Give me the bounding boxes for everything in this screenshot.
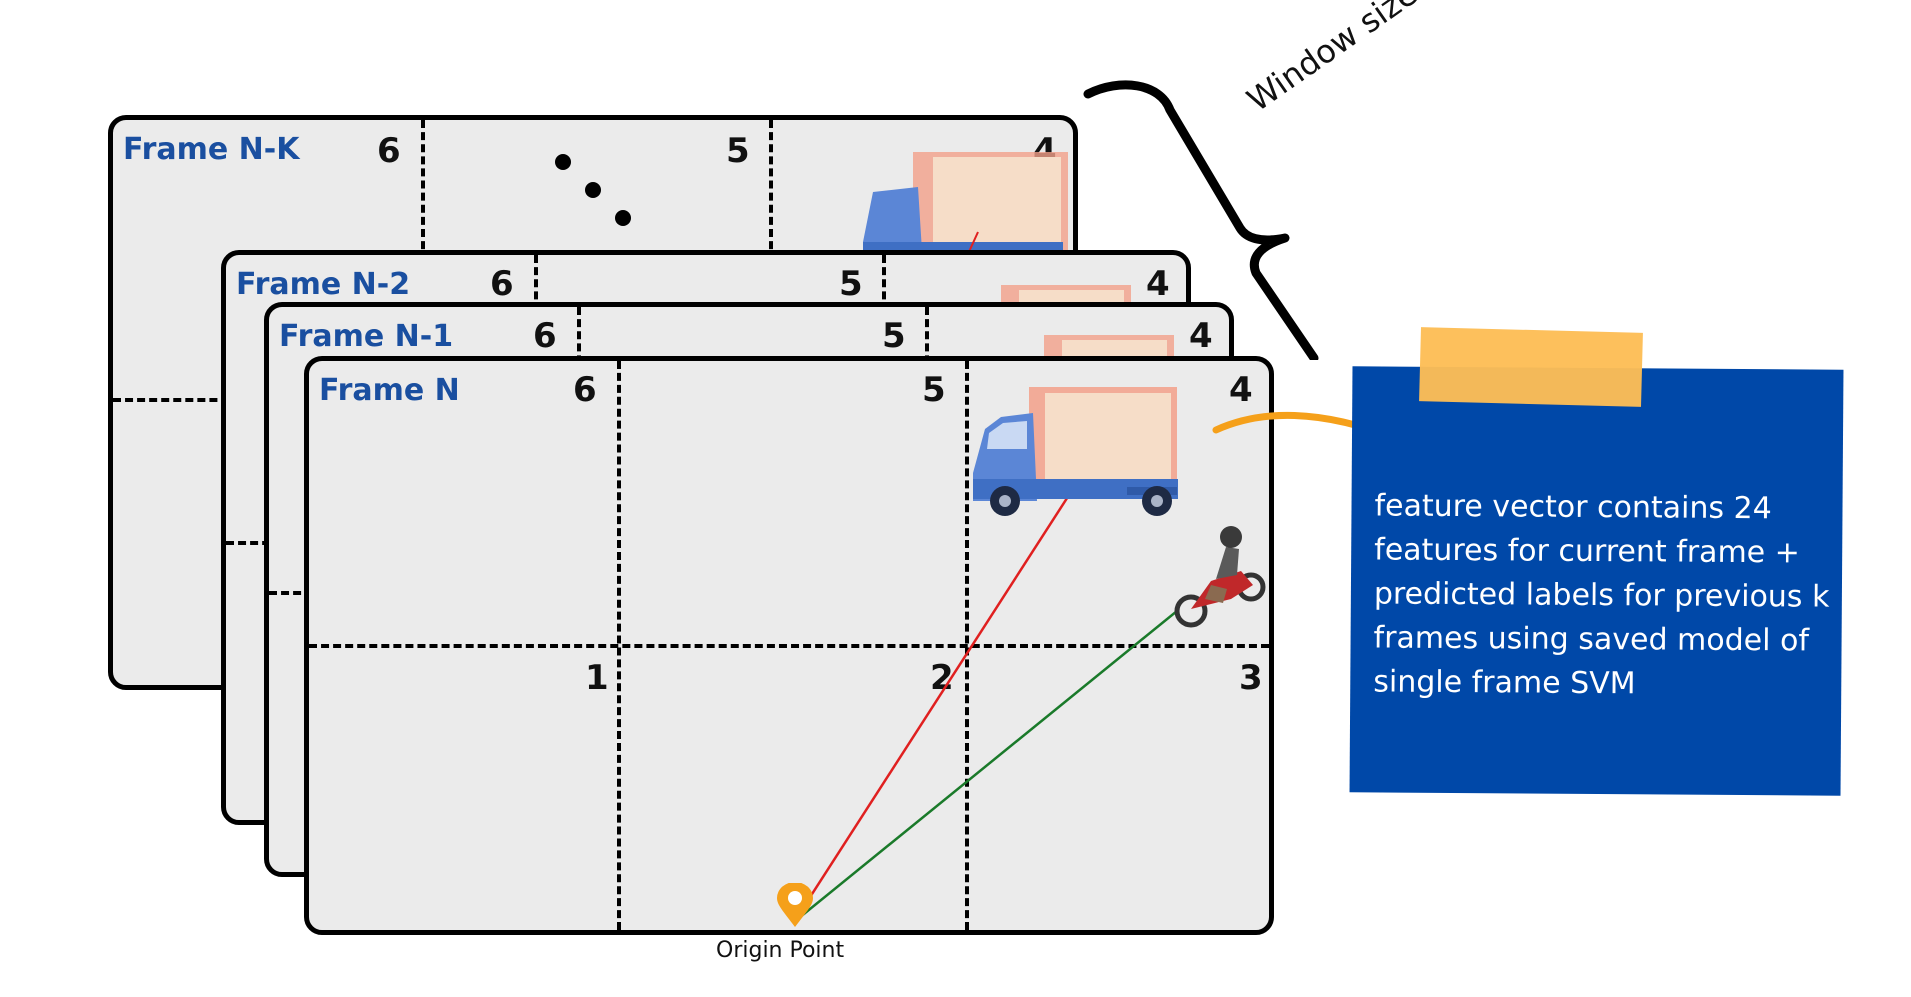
motorcycle-distance-line (793, 610, 1178, 923)
zone-number-5: 5 (726, 131, 750, 171)
motorcycle-icon (1174, 526, 1266, 628)
zone-number-4: 4 (1146, 264, 1170, 304)
note-text: feature vector contains 24 features for … (1373, 488, 1830, 702)
curly-brace-icon (1083, 80, 1319, 360)
frame-title: Frame N-K (123, 132, 300, 167)
ellipsis-dots-icon (555, 154, 631, 226)
zone-number-4: 4 (1229, 370, 1253, 410)
zone-number-1: 1 (585, 658, 609, 698)
zone-number-2: 2 (930, 658, 954, 698)
zone-number-5: 5 (882, 316, 906, 356)
frame-title: Frame N-2 (236, 267, 411, 302)
note-tape (1419, 327, 1643, 407)
zone-number-6: 6 (573, 370, 597, 410)
zone-number-5: 5 (922, 370, 946, 410)
frame-title: Frame N (319, 373, 460, 408)
truck-distance-line (792, 463, 1091, 923)
zone-number-3: 3 (1239, 658, 1263, 698)
frame-n: Frame N 6 5 4 1 2 3 (304, 356, 1274, 935)
origin-point-label: Origin Point (716, 938, 845, 963)
distance-lines (792, 463, 1178, 923)
window-size-label: Window size = K (1240, 0, 1481, 120)
location-pin-icon (777, 883, 813, 927)
zone-number-6: 6 (490, 264, 514, 304)
feature-vector-note: feature vector contains 24 features for … (1349, 366, 1844, 796)
zone-number-5: 5 (839, 264, 863, 304)
zone-divider (309, 644, 1269, 648)
zone-number-6: 6 (533, 316, 557, 356)
zone-number-4: 4 (1189, 316, 1213, 356)
zone-number-6: 6 (377, 131, 401, 171)
frame-title: Frame N-1 (279, 319, 454, 354)
truck-icon (973, 387, 1178, 516)
